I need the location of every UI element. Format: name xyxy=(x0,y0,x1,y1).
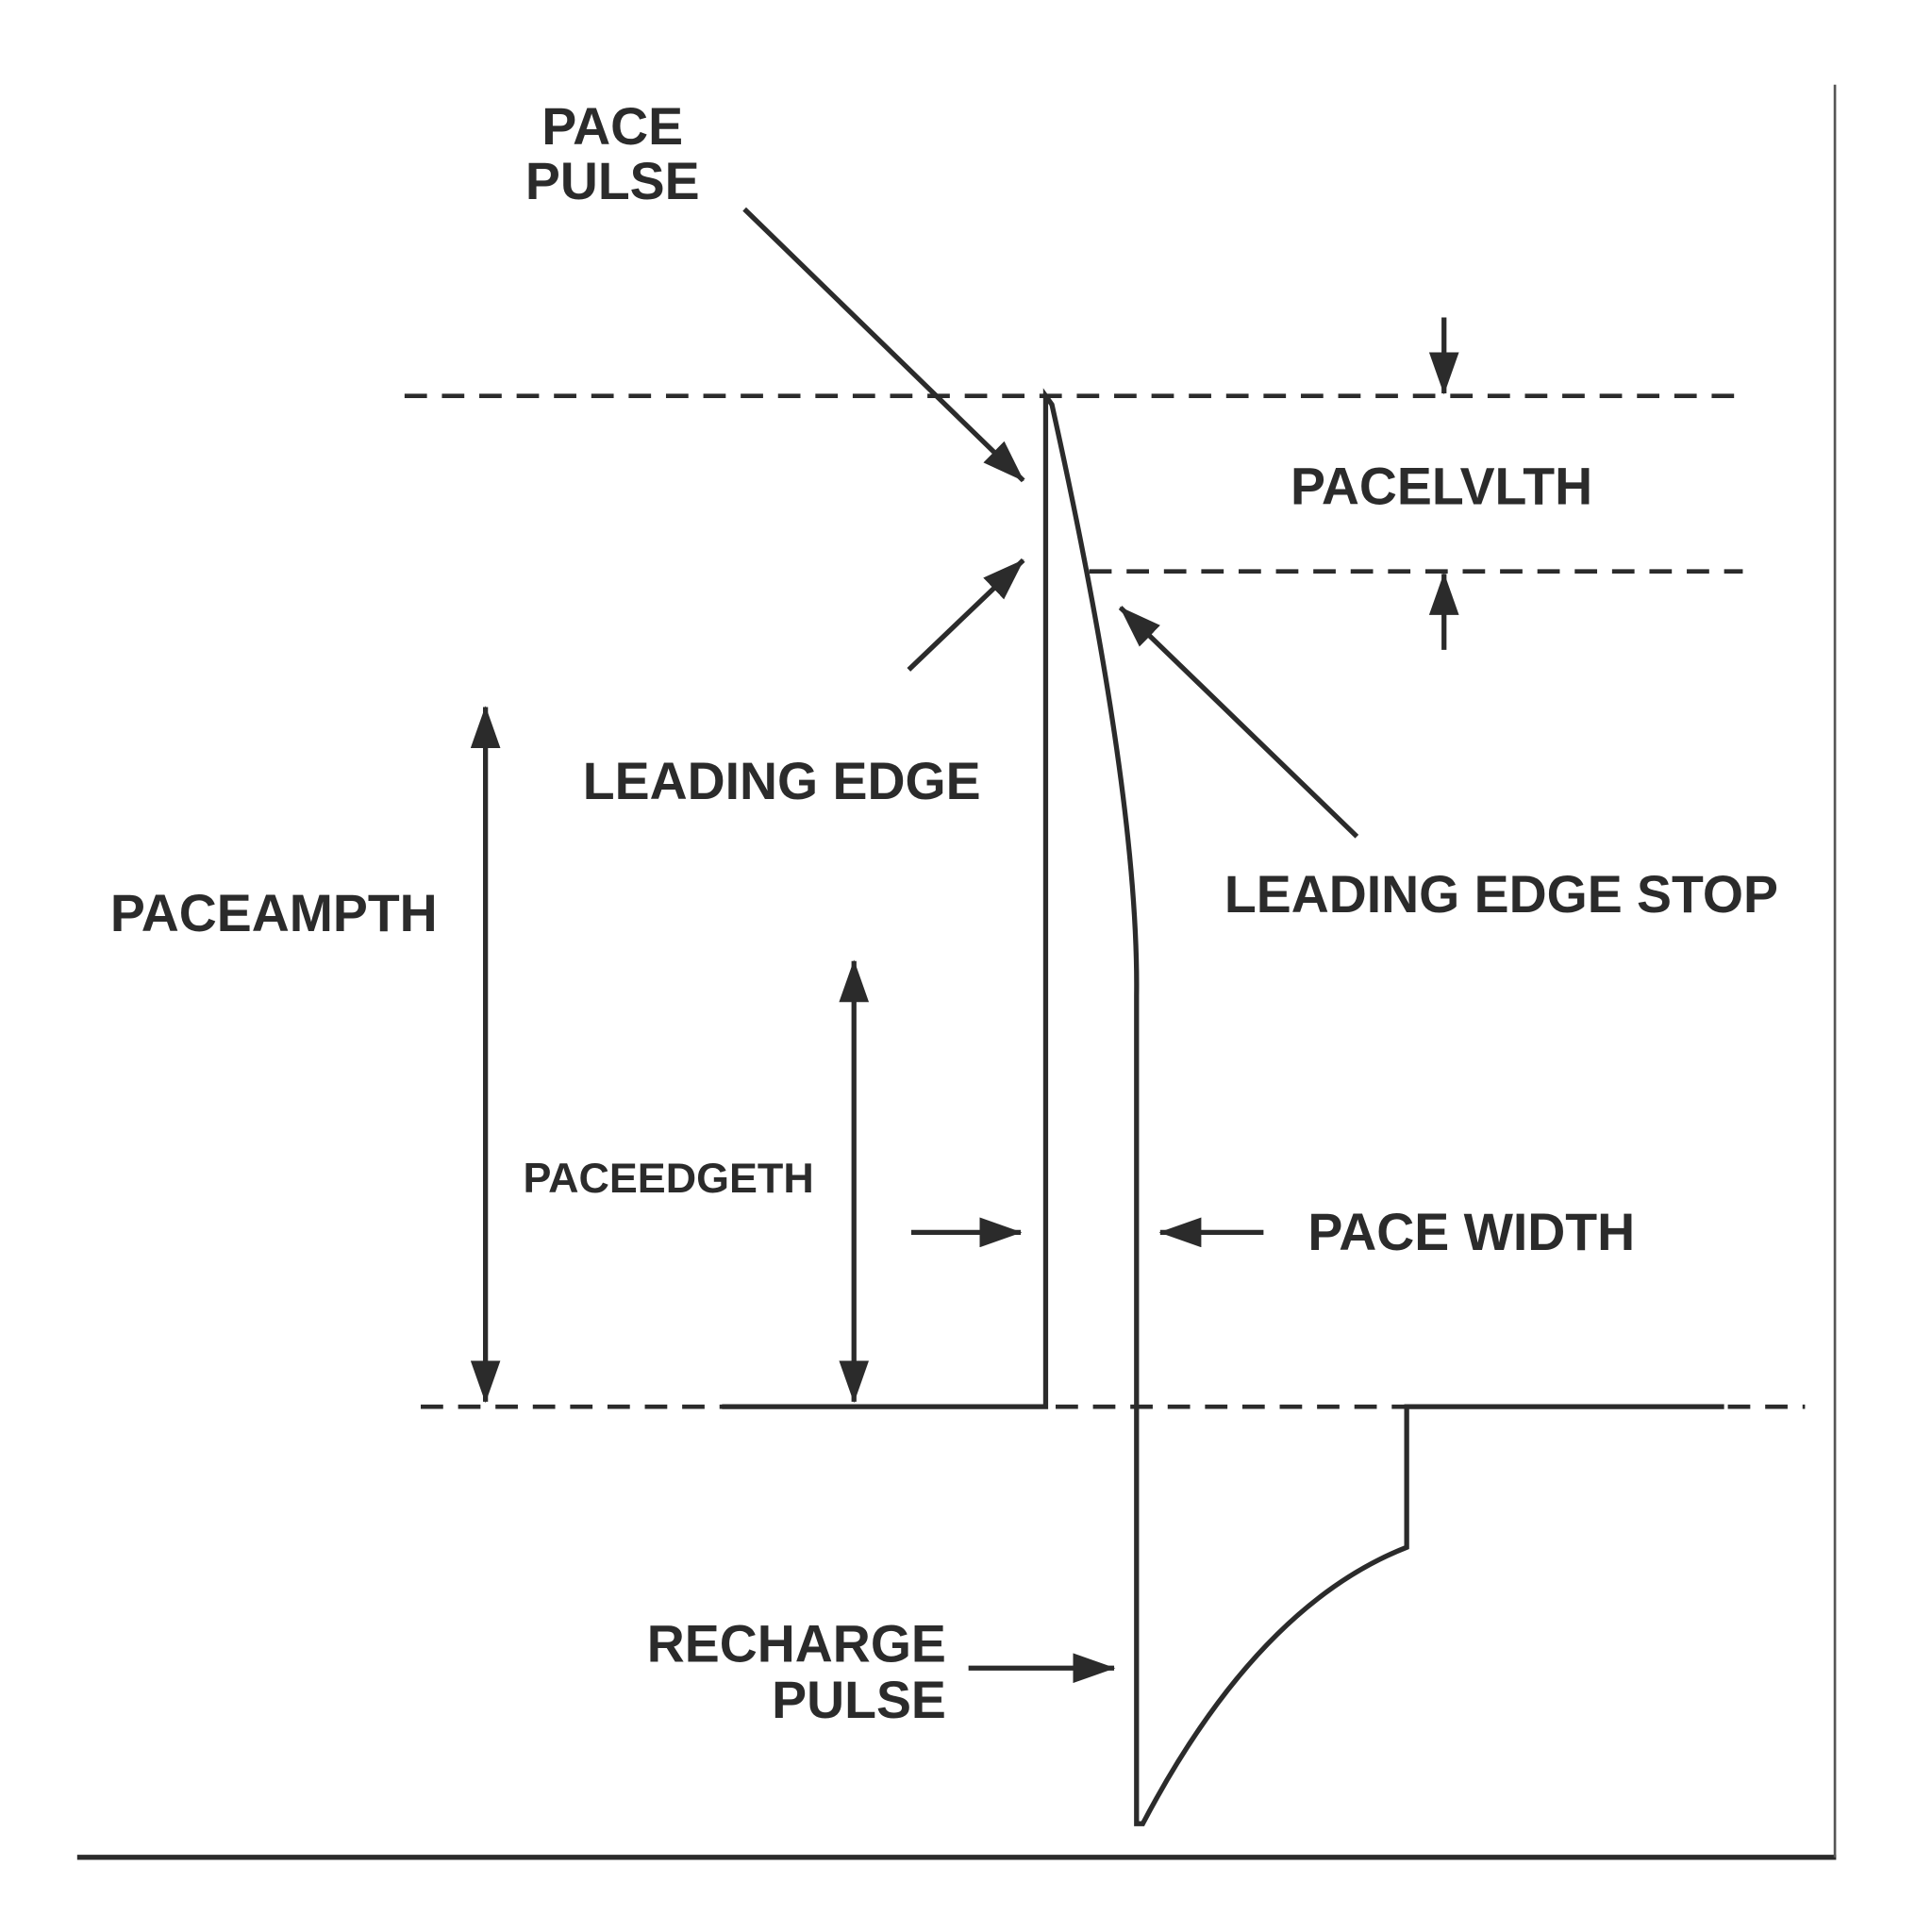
pace-pulse-label-line1: PACE xyxy=(541,97,683,156)
pace-pulse-arrow xyxy=(742,207,1025,483)
pacelvlth-label: PACELVLTH xyxy=(1291,457,1592,515)
leading-edge-label: LEADING EDGE xyxy=(583,752,981,810)
pace-pulse-label-line2: PULSE xyxy=(525,152,700,210)
leading-edge-stop-label: LEADING EDGE STOP xyxy=(1224,865,1778,924)
leading-edge-stop-arrow xyxy=(1118,606,1359,839)
paceedgeth-label: PACEEDGETH xyxy=(524,1154,814,1202)
recharge-pulse-label-line2: PULSE xyxy=(772,1671,946,1729)
pace-pulse-waveform xyxy=(722,388,1724,1826)
leading-edge-arrow xyxy=(907,558,1025,672)
pace-width-label: PACE WIDTH xyxy=(1307,1203,1635,1261)
paceampth-label: PACEAMPTH xyxy=(110,884,438,942)
recharge-pulse-label-line1: RECHARGE xyxy=(647,1615,946,1674)
